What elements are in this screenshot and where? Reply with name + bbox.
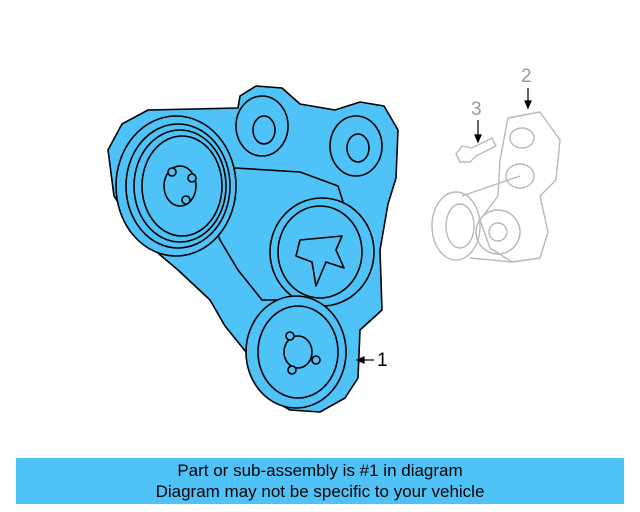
tensioner-pivot	[505, 163, 535, 189]
lower-pulley-rim	[257, 305, 339, 399]
crank-bolt-3	[181, 195, 191, 205]
tensioner-arm-boss	[509, 127, 535, 149]
lower-bolt-2	[311, 355, 321, 365]
leader-arrow-1	[355, 356, 365, 364]
tensioner-link	[461, 175, 521, 263]
callout-3: 3	[471, 99, 482, 120]
tensioner-pulley	[431, 191, 481, 261]
lower-pulley-hub	[283, 335, 313, 369]
crank-bolt-2	[187, 173, 197, 183]
info-banner-line-1: Part or sub-assembly is #1 in diagram	[177, 461, 463, 480]
tensioner-body-hub	[488, 222, 508, 242]
tensioner-pulley-inner	[445, 203, 475, 249]
tensioner-body	[475, 209, 521, 255]
idler-pulley-right-hub	[346, 133, 370, 163]
accessory-pulley-middle-rim	[277, 205, 363, 299]
info-banner-line-2: Diagram may not be specific to your vehi…	[155, 482, 485, 501]
drive-belt-assembly	[107, 85, 399, 413]
crank-pulley-rim-3	[141, 135, 223, 237]
idler-pulley-top-hub	[252, 115, 276, 145]
crank-pulley-rim-1	[125, 123, 231, 249]
callout-1: 1	[377, 350, 388, 371]
lower-bolt-3	[287, 365, 297, 375]
info-banner: Part or sub-assembly is #1 in diagram Di…	[16, 458, 624, 504]
lower-bolt-1	[285, 331, 295, 341]
tensioner-assembly	[431, 111, 561, 263]
crank-bolt-1	[167, 167, 177, 177]
callout-2: 2	[521, 66, 532, 87]
accessory-pulley-middle-spokes	[295, 235, 345, 287]
leader-arrow-2	[524, 100, 532, 110]
tensioner-bracket	[479, 111, 561, 263]
bolt-part-3	[455, 137, 497, 163]
crank-pulley-rim-2	[133, 129, 227, 243]
leader-arrow-3	[474, 134, 482, 144]
leader-lines	[355, 88, 532, 364]
parts-diagram	[107, 85, 561, 413]
